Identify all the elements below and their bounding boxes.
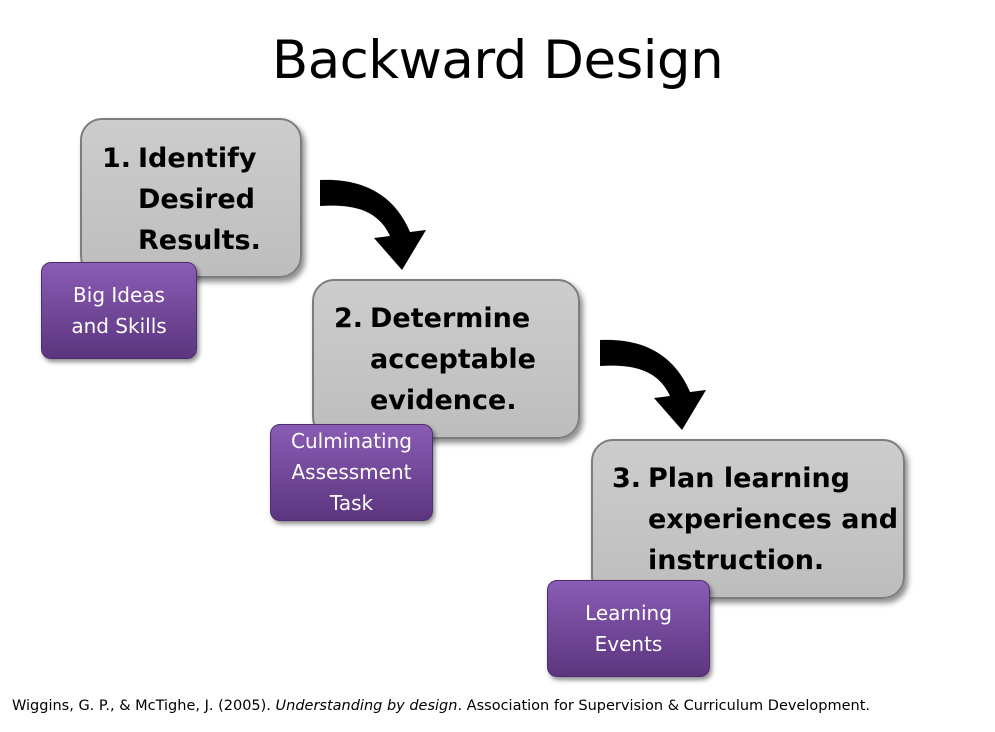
step-3-line-2: experiences and xyxy=(648,504,899,535)
slide-title: Backward Design xyxy=(271,30,724,91)
step-2-label: 2.Determine acceptable evidence. xyxy=(334,298,536,421)
step-2-line-3: evidence. xyxy=(370,385,517,416)
step-1-tag-line-1: Big Ideas xyxy=(73,282,165,307)
curved-arrow-icon xyxy=(600,339,706,430)
step-1-label: 1.Identify Desired Results. xyxy=(102,138,261,261)
step-2-box xyxy=(312,279,580,439)
step-3-label: 3.Plan learning experiences and instruct… xyxy=(612,458,898,581)
curved-arrow-icon xyxy=(320,179,426,270)
step-1-line-3: Results. xyxy=(138,225,261,256)
step-2-tag: Culminating Assessment Task xyxy=(270,424,433,521)
citation-publisher: . Association for Supervision & Curricul… xyxy=(457,698,870,714)
step-2-line-1: 2.Determine xyxy=(334,298,536,339)
step-3-tag: Learning Events xyxy=(547,580,710,677)
step-2-tag-line-1: Culminating xyxy=(291,429,412,453)
step-1-tag: Big Ideas and Skills xyxy=(41,262,197,359)
step-1-line-1: 1.Identify xyxy=(102,138,261,179)
step-3-line-1: 3.Plan learning xyxy=(612,458,898,499)
step-3-number: 3. xyxy=(612,463,642,494)
citation-authors: Wiggins, G. P., & McTighe, J. (2005). xyxy=(12,698,271,714)
step-3-box xyxy=(591,439,905,599)
citation-book-title: Understanding by design xyxy=(275,698,458,714)
step-2-tag-line-2: Assessment xyxy=(291,460,412,484)
step-1-number: 1. xyxy=(102,143,132,174)
step-2-line-2: acceptable xyxy=(370,344,536,375)
step-3-line-3: instruction. xyxy=(648,545,825,576)
step-1-line-2: Desired xyxy=(138,184,256,215)
step-1-box xyxy=(80,118,302,278)
step-2-number: 2. xyxy=(334,303,364,334)
step-1-tag-line-2: and Skills xyxy=(71,313,167,338)
step-3-tag-line-1: Learning xyxy=(585,600,672,625)
citation: Wiggins, G. P., & McTighe, J. (2005). Un… xyxy=(12,698,870,714)
step-2-tag-line-3: Task xyxy=(329,491,374,515)
step-3-tag-line-2: Events xyxy=(594,631,663,656)
